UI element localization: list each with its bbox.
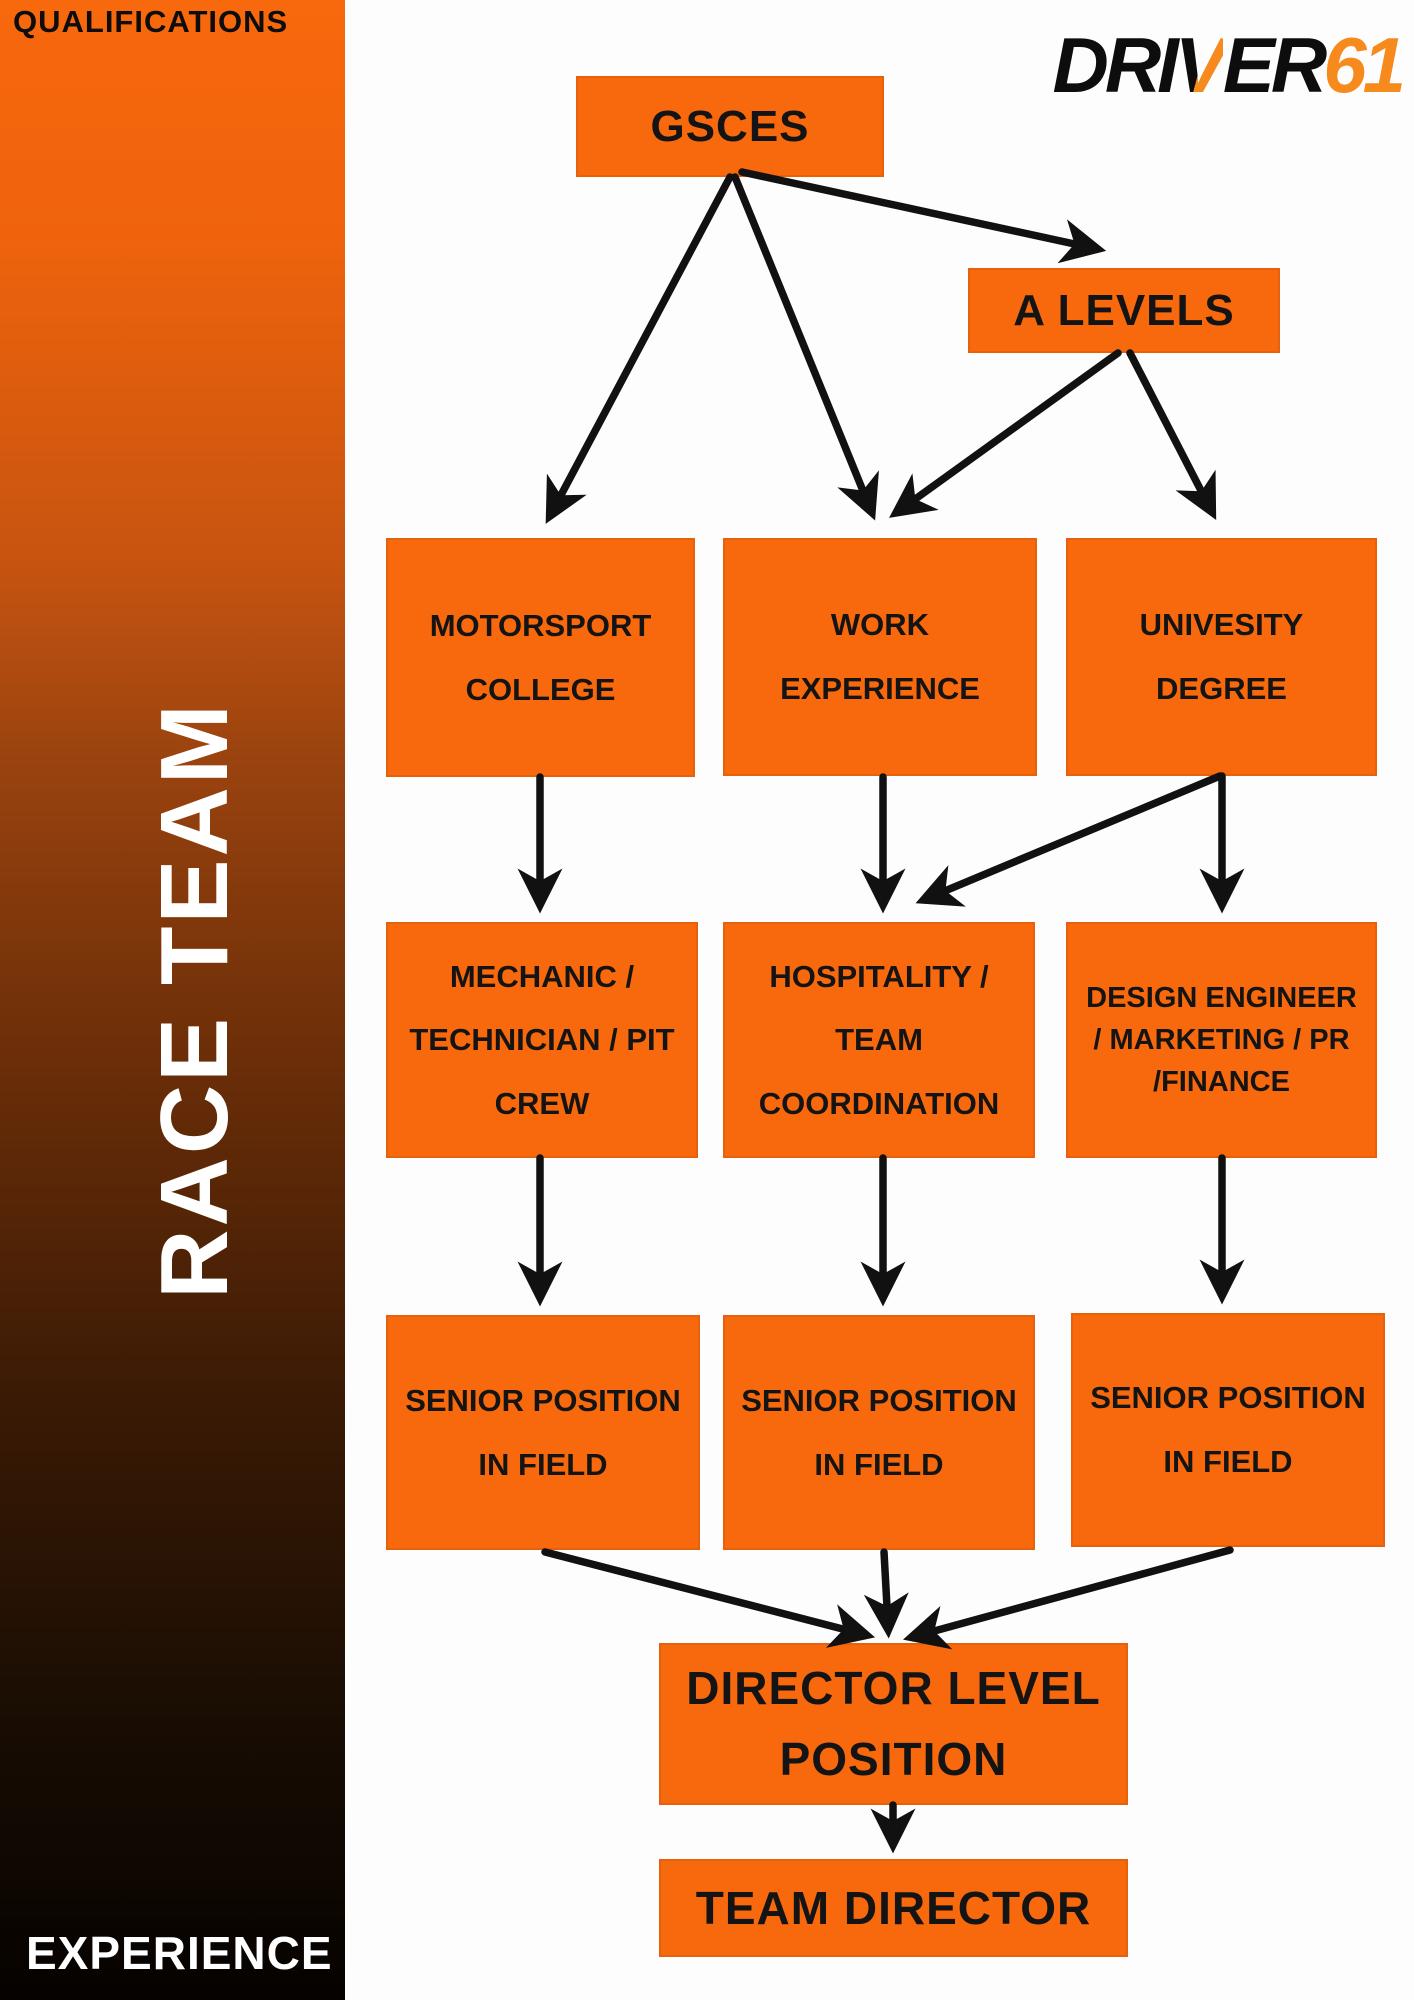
node-hospitality-label: HOSPITALITY / TEAM COORDINATION [758,958,1000,1121]
node-a-levels: A LEVELS [968,268,1280,353]
edge-senior2-director [863,1548,909,1639]
node-univesity-degree-label: UNIVESITY DEGREE [1139,607,1304,706]
edge-gsces-motorsport [545,173,734,524]
node-mechanic-technician-pit-crew: MECHANIC / TECHNICIAN / PIT CREW [386,922,698,1158]
node-senior-position-2-label: SENIOR POSITION IN FIELD [741,1382,1017,1482]
logo-text-61: 61 [1323,21,1406,109]
edge-univesity-hospitality [915,772,1224,907]
node-gsces: GSCES [576,76,884,177]
node-work-experience: WORK EXPERIENCE [723,538,1037,776]
node-gsces-label: GSCES [650,101,810,151]
node-work-experience-label: WORK EXPERIENCE [780,607,980,706]
node-design-engineer-marketing-pr-finance: DESIGN ENGINEER / MARKETING / PR /FINANC… [1066,922,1377,1158]
edge-senior1-director [541,1548,876,1648]
logo-text-v: V [1174,21,1227,109]
node-motorsport-college: MOTORSPORT COLLEGE [386,538,695,777]
node-mechanic-label: MECHANIC / TECHNICIAN / PIT CREW [409,958,675,1121]
node-univesity-degree: UNIVESITY DEGREE [1066,538,1377,776]
edge-alevels-work [889,349,1122,518]
logo-text-er: ER [1222,21,1327,109]
sidebar: QUALIFICATIONS RACE TEAM EXPERIENCE [0,0,345,2000]
node-senior-position-2: SENIOR POSITION IN FIELD [723,1315,1035,1550]
node-team-director: TEAM DIRECTOR [659,1859,1128,1957]
node-team-director-label: TEAM DIRECTOR [695,1882,1092,1934]
driver61-logo: DRIVER61 [1053,26,1406,104]
node-senior-position-1: SENIOR POSITION IN FIELD [386,1315,700,1550]
node-director-level-label: DIRECTOR LEVEL POSITION [686,1661,1101,1785]
node-design-label: DESIGN ENGINEER / MARKETING / PR /FINANC… [1086,981,1357,1099]
node-hospitality-team-coordination: HOSPITALITY / TEAM COORDINATION [723,922,1035,1158]
node-a-levels-label: A LEVELS [1013,285,1235,335]
node-senior-position-1-label: SENIOR POSITION IN FIELD [405,1382,681,1482]
edge-gsces-work [731,173,879,521]
node-senior-position-3: SENIOR POSITION IN FIELD [1071,1313,1385,1547]
logo-text-dri: DRI [1052,21,1179,109]
edge-senior3-director [902,1546,1234,1650]
race-team-vertical-label: RACE TEAM [141,701,248,1299]
edge-gsces-alevels [738,168,1107,264]
experience-label: EXPERIENCE [26,1927,333,1979]
node-motorsport-college-label: MOTORSPORT COLLEGE [429,607,652,707]
edge-alevels-univesity [1126,349,1217,520]
node-director-level-position: DIRECTOR LEVEL POSITION [659,1643,1128,1805]
qualifications-label: QUALIFICATIONS [13,4,289,39]
node-senior-position-3-label: SENIOR POSITION IN FIELD [1090,1380,1366,1479]
